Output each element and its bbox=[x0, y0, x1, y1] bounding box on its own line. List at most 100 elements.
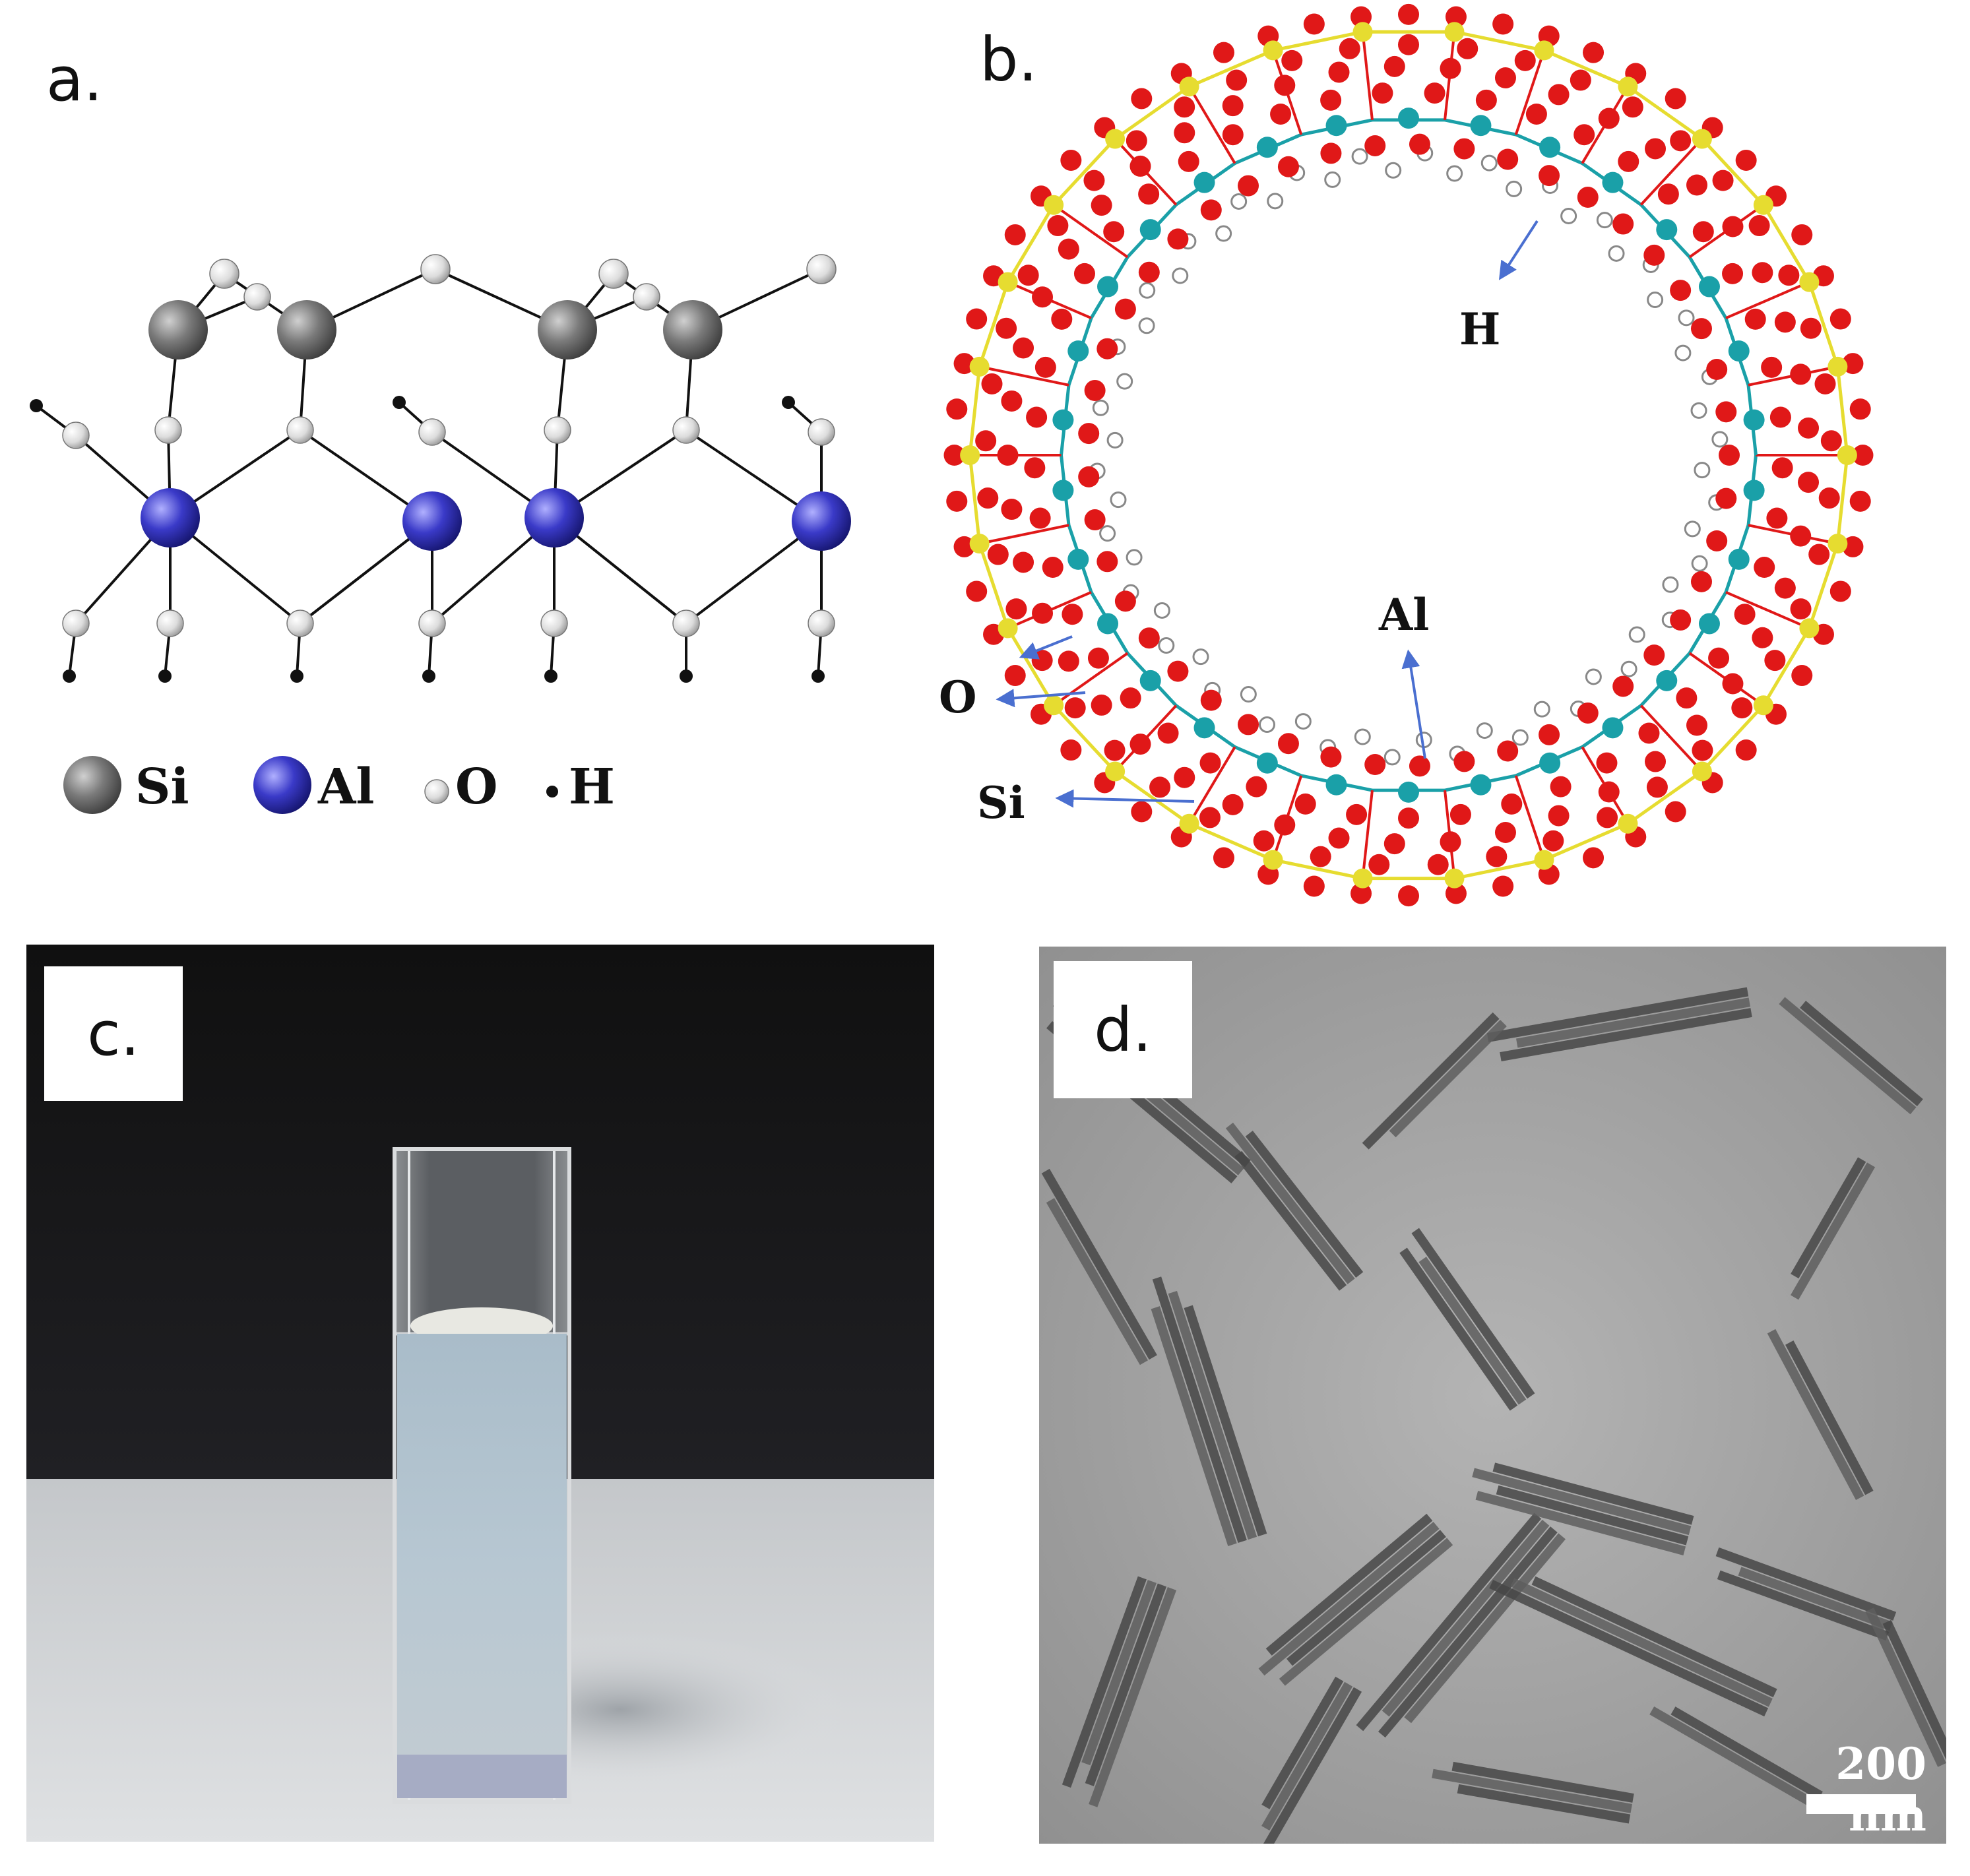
si-atom bbox=[1352, 868, 1373, 889]
o-atom bbox=[420, 254, 451, 284]
o-atom bbox=[1686, 174, 1707, 196]
h-atom bbox=[1230, 193, 1248, 210]
h-atom bbox=[1294, 713, 1312, 730]
o-bridge-bond bbox=[1639, 704, 1703, 772]
si-o-bond bbox=[1543, 822, 1629, 861]
si-atom bbox=[998, 272, 1018, 292]
al-atom bbox=[1656, 670, 1678, 691]
o-atom bbox=[1383, 55, 1405, 77]
si-atom bbox=[1352, 22, 1373, 42]
nanotube bbox=[1489, 1580, 1769, 1717]
h-atom bbox=[1662, 576, 1679, 593]
o-atom bbox=[1398, 3, 1419, 25]
o-atom bbox=[1497, 148, 1519, 170]
o-atom bbox=[1646, 776, 1668, 798]
si-atom bbox=[1179, 77, 1199, 97]
si-atom bbox=[1799, 272, 1820, 292]
o-atom bbox=[1091, 694, 1112, 716]
h-atom bbox=[1153, 602, 1170, 619]
o-atom bbox=[1820, 430, 1842, 452]
si-atom bbox=[960, 445, 980, 465]
si-atom bbox=[1618, 77, 1638, 97]
nanotube bbox=[1085, 1583, 1167, 1786]
nanotube bbox=[1451, 1761, 1634, 1803]
o-atom bbox=[1445, 6, 1467, 28]
o-atom bbox=[1213, 42, 1234, 63]
al-atom bbox=[1193, 717, 1215, 739]
o-atom bbox=[997, 445, 1019, 466]
h-atom bbox=[1158, 637, 1175, 654]
si-o-bond bbox=[1114, 85, 1191, 141]
o-atom bbox=[1253, 830, 1275, 852]
si-atom bbox=[1044, 695, 1064, 716]
nanotube bbox=[1382, 1519, 1550, 1717]
h-atom bbox=[1628, 626, 1645, 643]
nanotube bbox=[1882, 1619, 1946, 1763]
al-atom bbox=[1698, 276, 1720, 297]
o-atom bbox=[1226, 69, 1248, 91]
nanotube bbox=[1649, 1706, 1818, 1809]
o-atom bbox=[1708, 647, 1730, 669]
o-atom bbox=[966, 308, 988, 330]
o-atom bbox=[953, 536, 975, 557]
o-atom bbox=[1274, 75, 1296, 96]
nanotube-bundle bbox=[1151, 1276, 1267, 1546]
o-atom bbox=[1222, 124, 1244, 146]
o-atom bbox=[1808, 544, 1830, 565]
si-atom bbox=[1534, 40, 1554, 61]
h-atom bbox=[1511, 729, 1529, 746]
al-atom bbox=[1067, 340, 1089, 362]
al-atom bbox=[1325, 774, 1347, 796]
o-atom bbox=[598, 259, 629, 289]
o-atom bbox=[1427, 854, 1449, 875]
o-atom bbox=[1612, 675, 1634, 697]
o-atom bbox=[1686, 714, 1707, 736]
o-atom bbox=[1494, 67, 1516, 89]
o-atom bbox=[1715, 401, 1737, 423]
o-atom bbox=[1199, 807, 1221, 829]
nanotube bbox=[1411, 1228, 1535, 1399]
o-bridge-bond bbox=[1052, 652, 1129, 706]
o-atom bbox=[1612, 213, 1634, 235]
o-atom bbox=[1149, 776, 1171, 798]
o-atom bbox=[1771, 457, 1793, 479]
o-atom bbox=[62, 610, 90, 637]
o-atom bbox=[1754, 557, 1775, 578]
si-o-bond bbox=[1762, 627, 1811, 706]
nanotube-bundle bbox=[1399, 1228, 1535, 1411]
o-atom bbox=[1449, 803, 1471, 825]
h-atom bbox=[544, 670, 557, 683]
o-atom bbox=[1042, 557, 1064, 578]
si-o-bond bbox=[1701, 137, 1765, 206]
o-atom bbox=[1004, 665, 1026, 687]
al-atom bbox=[1398, 108, 1419, 129]
si-o-bond bbox=[1626, 770, 1703, 825]
o-atom bbox=[1722, 263, 1744, 284]
o-arrow-lower bbox=[996, 689, 1086, 708]
al-arrow bbox=[1401, 649, 1426, 759]
h-atom bbox=[1351, 148, 1368, 165]
o-atom bbox=[1748, 215, 1770, 237]
si-atom bbox=[1692, 761, 1712, 782]
h-atom bbox=[1691, 555, 1708, 572]
o-atom bbox=[1690, 571, 1712, 592]
al-atom bbox=[1470, 115, 1492, 137]
cuvette-outline bbox=[393, 1147, 571, 1804]
si-o-bond bbox=[1052, 704, 1116, 773]
o-atom bbox=[1178, 150, 1199, 172]
si-atom bbox=[1827, 356, 1848, 377]
o-atom bbox=[1790, 598, 1812, 620]
o-atom bbox=[1676, 687, 1698, 709]
o-atom bbox=[1031, 650, 1053, 672]
al-atom bbox=[1470, 774, 1492, 796]
o-atom bbox=[1328, 61, 1350, 83]
o-atom bbox=[946, 490, 968, 512]
si-atom bbox=[277, 300, 336, 360]
o-atom bbox=[1577, 187, 1599, 208]
o-atom bbox=[953, 353, 975, 375]
panel-c-label: c. bbox=[44, 966, 183, 1101]
si-atom bbox=[1105, 761, 1126, 782]
si-atom bbox=[1753, 195, 1773, 215]
o-atom bbox=[1303, 13, 1325, 35]
o-atom bbox=[1346, 803, 1368, 825]
